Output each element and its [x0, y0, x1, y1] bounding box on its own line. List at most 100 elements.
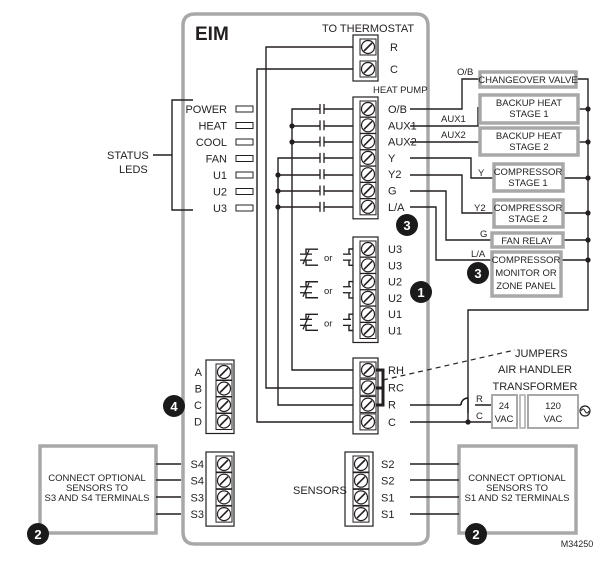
thermostat-header: TO THERMOSTAT: [322, 23, 414, 35]
transformer-title-1: AIR HANDLER: [498, 364, 572, 376]
status-leds-label-1: STATUS: [107, 150, 149, 162]
terminal-label: O/B: [388, 104, 407, 116]
terminal-label: S4: [191, 476, 204, 488]
terminal-label: S4: [191, 459, 204, 471]
ac-source-icon: [579, 405, 591, 417]
status-led: U2: [213, 187, 254, 199]
transformer-c-label: C: [476, 411, 483, 422]
svg-text:STAGE 1: STAGE 1: [508, 178, 547, 189]
terminal-screw: [359, 198, 377, 216]
svg-text:CONNECT OPTIONAL: CONNECT OPTIONAL: [48, 473, 145, 484]
compressor-stage-2-box: COMPRESSOR STAGE 2: [492, 198, 565, 229]
svg-text:BACKUP HEAT: BACKUP HEAT: [496, 98, 562, 109]
wire-label-g: G: [480, 229, 487, 240]
terminal-screw: [352, 505, 370, 523]
terminal-screw: [359, 378, 377, 396]
terminal-label: U2: [388, 277, 402, 289]
contact-or-text: or: [324, 286, 332, 297]
terminal-label: G: [388, 186, 397, 198]
terminal-screw: [359, 289, 377, 307]
terminal-screw: [352, 455, 370, 473]
jumpers-label: JUMPERS: [515, 348, 568, 360]
external-junctions: [465, 106, 591, 425]
callout-3-heat-pump: 3: [396, 214, 418, 236]
svg-text:VAC: VAC: [544, 414, 563, 425]
sensor-box-s3-s4: CONNECT OPTIONAL SENSORS TO S3 AND S4 TE…: [38, 444, 158, 535]
svg-text:4: 4: [170, 399, 178, 414]
contact-or-text: or: [324, 253, 332, 264]
terminal-label: U1: [388, 326, 402, 338]
wire-label-y: Y: [478, 168, 485, 179]
terminal-label: RC: [388, 382, 404, 394]
transformer-primary: 120 VAC: [527, 394, 579, 429]
terminal-label: Y: [388, 153, 396, 165]
svg-text:ZONE PANEL: ZONE PANEL: [496, 281, 555, 292]
transformer-core: [519, 394, 526, 429]
terminal-screw: [215, 380, 233, 397]
terminal-screw: [359, 396, 377, 414]
relay-contact-icon: [319, 185, 325, 196]
status-led-label: COOL: [196, 137, 227, 149]
svg-text:SENSORS TO: SENSORS TO: [486, 483, 548, 494]
terminal-screw: [359, 413, 377, 431]
status-led-label: FAN: [206, 154, 227, 166]
terminal-screw: [215, 396, 233, 414]
svg-text:COMPRESSOR: COMPRESSOR: [492, 255, 561, 266]
relay-contact-icon: [319, 201, 325, 212]
changeover-valve-box: CHANGEOVER VALVE: [478, 70, 578, 89]
svg-text:2: 2: [34, 527, 41, 542]
sensor-wires-left: [156, 463, 181, 515]
compressor-monitor-box: COMPRESSOR MONITOR OR ZONE PANEL: [490, 250, 563, 298]
external-wiring: [410, 78, 589, 423]
wire-label-aux2: AUX2: [441, 130, 466, 141]
terminal-screw: [215, 363, 233, 381]
svg-text:STAGE 2: STAGE 2: [508, 214, 547, 225]
svg-text:BACKUP HEAT: BACKUP HEAT: [496, 131, 562, 142]
terminal-label: U1: [388, 309, 402, 321]
terminal-label: AUX2: [388, 137, 417, 149]
callout-2-left: 2: [27, 523, 49, 545]
svg-text:CONNECT OPTIONAL: CONNECT OPTIONAL: [468, 473, 565, 484]
svg-text:S3 AND S4 TERMINALS: S3 AND S4 TERMINALS: [45, 493, 150, 504]
terminal-label: B: [195, 384, 202, 396]
relay-contact-icon: [319, 136, 325, 147]
terminal-label: S2: [381, 459, 394, 471]
terminal-label: C: [194, 400, 202, 412]
svg-text:120: 120: [545, 401, 561, 412]
callout-4: 4: [163, 395, 185, 417]
transformer-title-2: TRANSFORMER: [493, 381, 578, 393]
terminal-screw: [215, 488, 233, 506]
wire-label-aux1: AUX1: [441, 114, 466, 125]
status-led: U1: [213, 170, 254, 182]
wire-label-ob: O/B: [457, 67, 473, 78]
svg-text:CHANGEOVER VALVE: CHANGEOVER VALVE: [478, 75, 577, 86]
svg-text:FAN RELAY: FAN RELAY: [501, 236, 553, 247]
terminal-screw: [359, 149, 377, 167]
relay-contacts: [319, 104, 325, 212]
terminal-label: C: [390, 64, 398, 76]
status-leds-label-2: LEDS: [119, 164, 148, 176]
callout-2-right: 2: [465, 523, 487, 545]
status-led: U3: [213, 203, 254, 215]
terminal-label: A: [195, 367, 203, 379]
terminal-label: R: [388, 400, 396, 412]
terminal-screw: [352, 488, 370, 506]
status-led: FAN: [206, 154, 254, 166]
status-led-label: POWER: [185, 104, 227, 116]
terminal-label: S3: [191, 509, 204, 521]
figure-id: M34250: [561, 539, 594, 549]
sensor-wires-right: [410, 463, 459, 515]
terminal-screw: [359, 305, 377, 323]
svg-text:SENSORS TO: SENSORS TO: [66, 483, 128, 494]
terminal-label: Y2: [388, 169, 401, 181]
svg-text:STAGE 2: STAGE 2: [509, 142, 548, 153]
transformer-secondary: 24 VAC: [491, 394, 518, 429]
fan-relay-box: FAN RELAY: [490, 231, 565, 249]
wire-label-y2: Y2: [474, 203, 486, 214]
